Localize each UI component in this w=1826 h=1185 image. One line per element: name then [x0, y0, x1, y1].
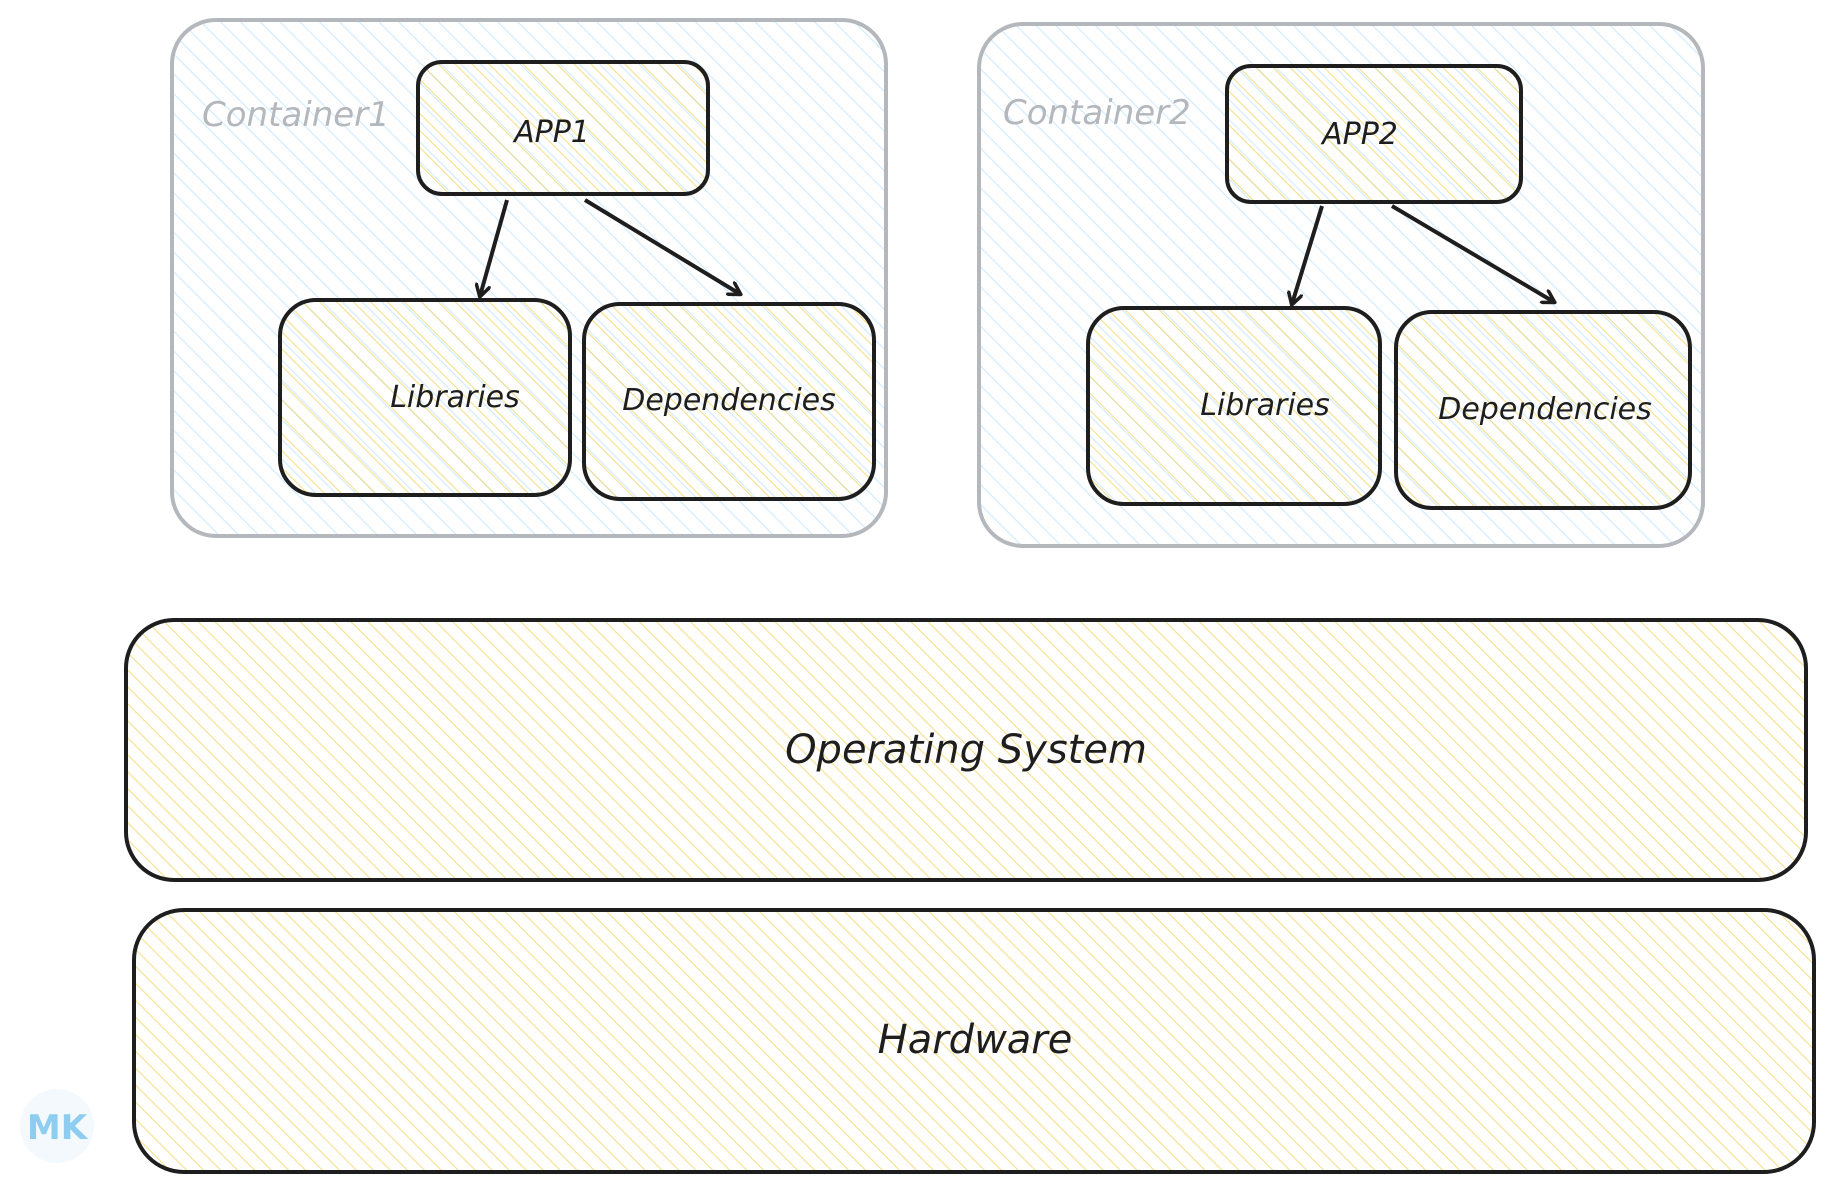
arrow-app2-to-libraries — [1292, 205, 1324, 304]
container-2[interactable]: Container2 APP2 Libraries Dependencies — [977, 22, 1705, 548]
container-1-dependencies-label: Dependencies — [622, 383, 836, 418]
container-1-dependencies-box[interactable] — [582, 302, 876, 501]
container-1-libraries-box[interactable] — [278, 298, 572, 497]
app2-label: APP2 — [1320, 117, 1398, 152]
container-2-dependencies-box[interactable] — [1394, 310, 1692, 510]
app2-box[interactable] — [1225, 64, 1523, 204]
app1-label: APP1 — [512, 115, 590, 150]
container-2-label: Container2 — [1003, 93, 1191, 133]
hardware-label: Hardware — [878, 1017, 1073, 1063]
arrow-app1-to-libraries — [480, 199, 509, 296]
arrow-app1-to-dependencies — [583, 198, 740, 294]
container-2-dependencies-label: Dependencies — [1438, 392, 1652, 427]
container-1[interactable]: Container1 APP1 Libraries Dependencies — [170, 18, 888, 538]
logo-text: MK — [27, 1108, 89, 1148]
operating-system-label: Operating System — [785, 727, 1147, 773]
container-1-label: Container1 — [202, 95, 390, 135]
operating-system-box — [124, 618, 1808, 882]
container-1-libraries-label: Libraries — [390, 380, 520, 415]
operating-system-layer[interactable]: Operating System — [124, 618, 1808, 882]
mk-logo-icon: MK — [20, 1089, 94, 1163]
container-2-libraries-label: Libraries — [1200, 388, 1330, 423]
hardware-box — [132, 908, 1816, 1174]
container-2-libraries-box[interactable] — [1086, 306, 1382, 506]
app1-box[interactable] — [416, 60, 710, 196]
hardware-layer[interactable]: Hardware — [132, 908, 1816, 1174]
arrow-app2-to-dependencies — [1390, 204, 1554, 302]
